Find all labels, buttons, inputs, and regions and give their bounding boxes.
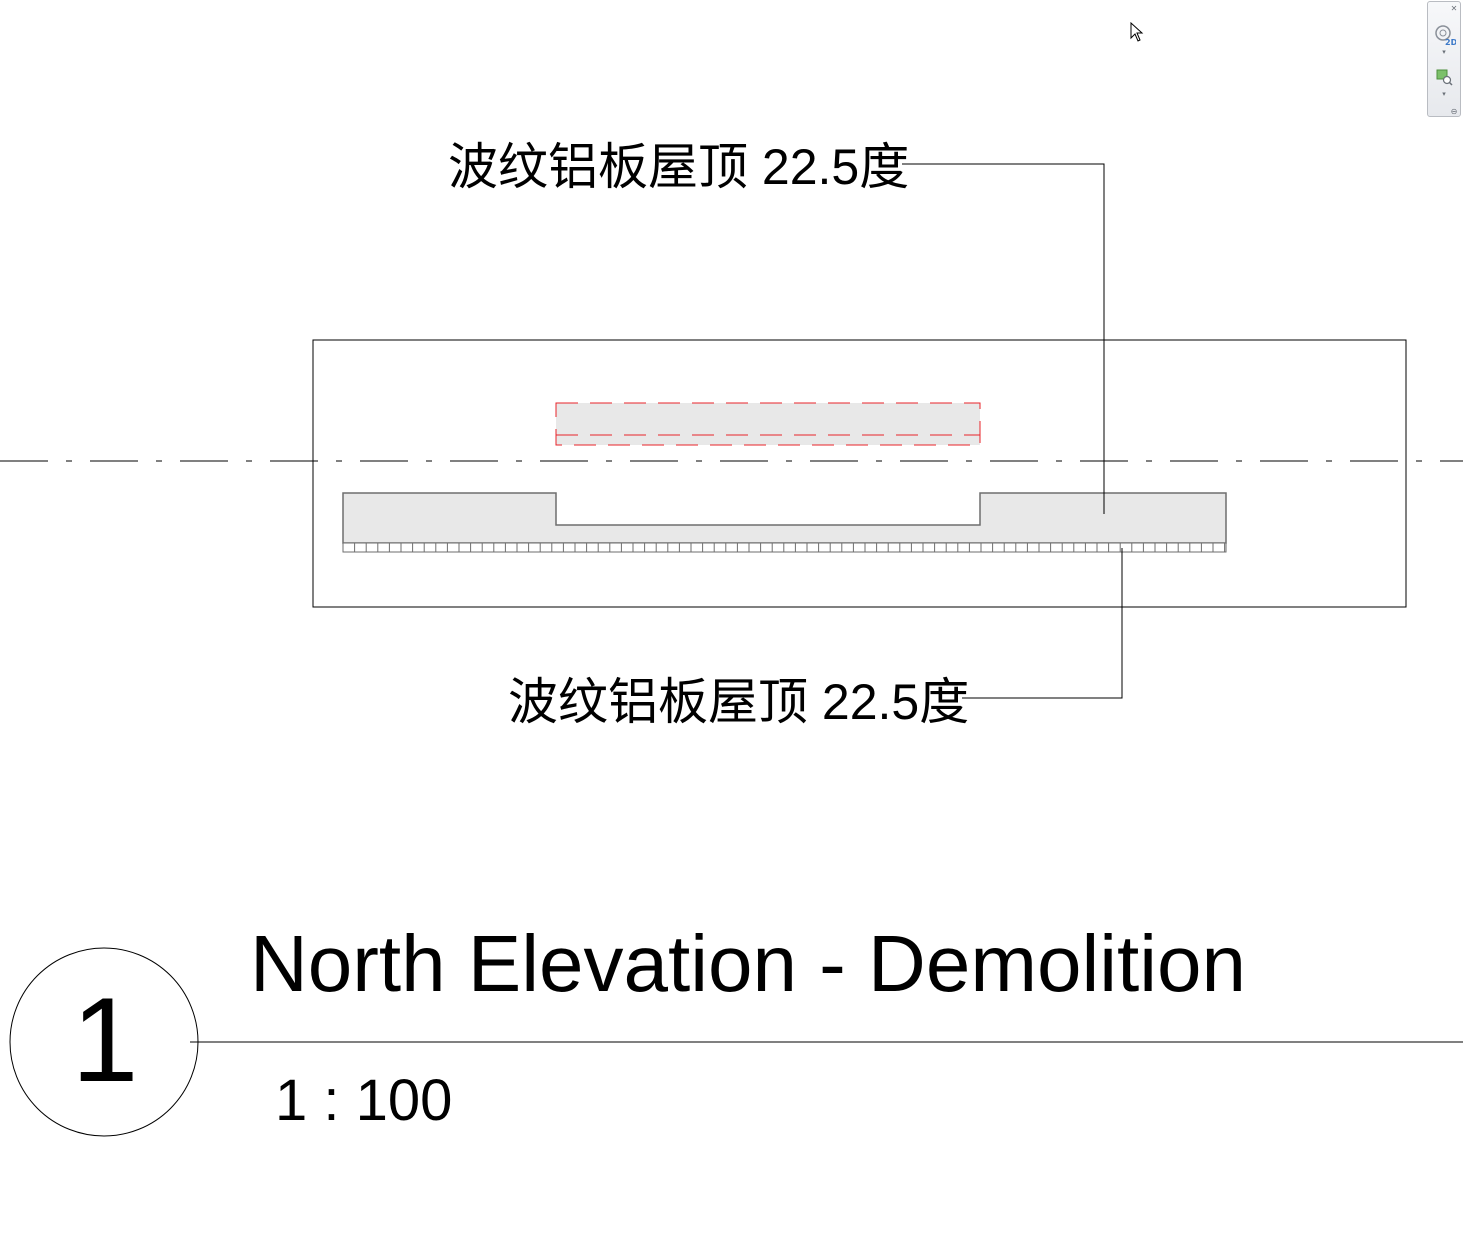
upper-tag-leader: [902, 163, 1105, 514]
view-number: 1: [71, 973, 139, 1107]
zoom-region-icon[interactable]: [1428, 66, 1460, 88]
lower-material-tag[interactable]: 波纹铝板屋顶 22.5度: [508, 674, 970, 730]
corrugated-panel-strip[interactable]: [342, 542, 1227, 553]
lower-tag-leader: [962, 548, 1123, 699]
svg-text:2D: 2D: [1445, 38, 1456, 47]
close-icon[interactable]: ✕: [1450, 3, 1458, 13]
upper-material-tag[interactable]: 波纹铝板屋顶 22.5度: [448, 139, 910, 195]
view-title[interactable]: North Elevation - Demolition: [250, 919, 1246, 1008]
navigation-bar[interactable]: ✕ 2D ▾ ▾ ⊖: [1427, 1, 1461, 117]
mouse-cursor-icon: [1130, 22, 1144, 42]
view-scale: 1 : 100: [275, 1068, 453, 1133]
options-icon[interactable]: ⊖: [1450, 106, 1458, 116]
roof-profile[interactable]: [342, 492, 1227, 544]
demolished-roof[interactable]: [555, 402, 981, 446]
chevron-down-icon[interactable]: ▾: [1442, 90, 1446, 98]
chevron-down-icon[interactable]: ▾: [1442, 48, 1446, 56]
2d-wheel-icon[interactable]: 2D: [1428, 22, 1460, 48]
crop-region[interactable]: [312, 339, 1407, 608]
